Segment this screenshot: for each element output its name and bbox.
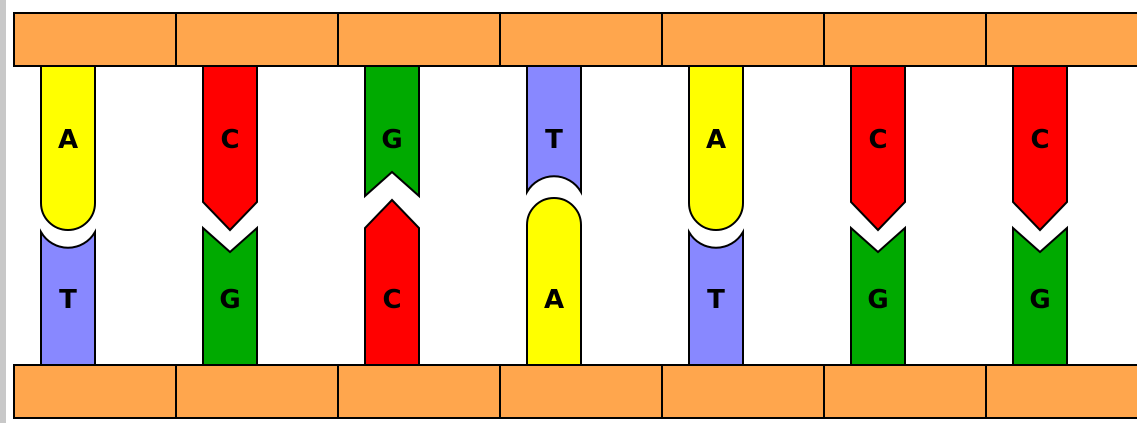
diagram-canvas: A C G T A C C T G C A T G G <box>6 0 1137 423</box>
bottom-backbone <box>13 364 1137 419</box>
bottom-base-t-5-label: T <box>707 285 725 315</box>
bottom-base-c-3-label: C <box>382 285 401 315</box>
bottom-base-a-4 <box>526 197 582 366</box>
bottom-base-g-6 <box>850 225 906 366</box>
top-base-t-4-label: T <box>545 125 563 155</box>
top-base-g-3 <box>364 65 420 199</box>
top-backbone-segment <box>13 12 177 67</box>
top-base-a-1 <box>40 65 96 231</box>
bottom-backbone-segment <box>175 364 339 419</box>
bottom-base-t-1 <box>40 228 96 366</box>
top-base-t-4 <box>526 65 582 196</box>
top-backbone-segment <box>823 12 987 67</box>
bottom-base-a-4-label: A <box>544 285 564 315</box>
bottom-base-g-7 <box>1012 225 1068 366</box>
top-base-a-5 <box>688 65 744 231</box>
base-pairs: A C G T A C C T G C A T G G <box>40 65 1068 366</box>
top-base-c-6-label: C <box>868 125 887 155</box>
bottom-backbone-segment <box>13 364 177 419</box>
top-backbone-segment <box>499 12 663 67</box>
bottom-base-g-2 <box>202 225 258 366</box>
left-border-strip <box>0 0 6 423</box>
top-backbone-segment <box>985 12 1137 67</box>
top-backbone-segment <box>337 12 501 67</box>
bottom-base-g-7-label: G <box>1029 285 1050 315</box>
top-backbone-segment <box>175 12 339 67</box>
top-base-a-5-label: A <box>706 125 726 155</box>
top-base-c-7 <box>1012 65 1068 232</box>
bottom-base-t-5 <box>688 228 744 366</box>
bottom-base-t-1-label: T <box>59 285 77 315</box>
top-base-c-2 <box>202 65 258 232</box>
dna-base-pairs-svg: A C G T A C C T G C A T G G <box>13 12 1137 419</box>
bottom-base-g-2-label: G <box>219 285 240 315</box>
bottom-base-c-3 <box>364 198 420 366</box>
bottom-backbone-segment <box>985 364 1137 419</box>
top-base-c-7-label: C <box>1030 125 1049 155</box>
top-backbone <box>13 12 1137 67</box>
bottom-base-g-6-label: G <box>867 285 888 315</box>
bottom-backbone-segment <box>499 364 663 419</box>
bottom-backbone-segment <box>823 364 987 419</box>
top-base-a-1-label: A <box>58 125 78 155</box>
bottom-backbone-segment <box>337 364 501 419</box>
top-base-c-2-label: C <box>220 125 239 155</box>
top-backbone-segment <box>661 12 825 67</box>
top-base-c-6 <box>850 65 906 232</box>
top-base-g-3-label: G <box>381 125 402 155</box>
bottom-backbone-segment <box>661 364 825 419</box>
